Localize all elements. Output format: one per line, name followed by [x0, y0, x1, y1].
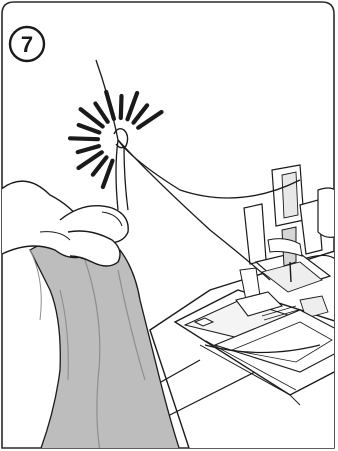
step-number-badge: 7: [10, 27, 44, 61]
burst-ray: [121, 96, 122, 118]
step-number: 7: [21, 32, 33, 57]
burst-ray: [70, 138, 98, 139]
